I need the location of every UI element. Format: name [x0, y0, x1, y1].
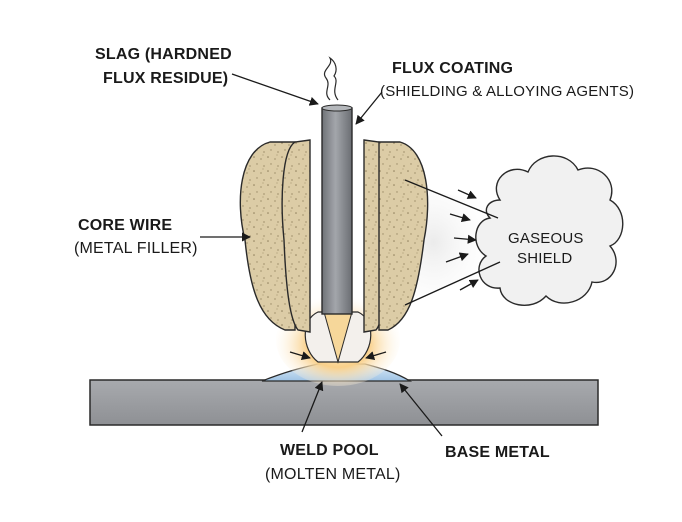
gas-arrow-4 [445, 252, 469, 263]
flux-coating-right-outer [378, 141, 429, 331]
flux-label-line2: (SHIELDING & ALLOYING AGENTS) [380, 83, 634, 100]
flux-leader-arrow [355, 91, 383, 125]
flux-coating-left-inner [281, 139, 311, 333]
gas-flow-line-bottom [404, 261, 501, 306]
gas-arrow-5 [459, 279, 479, 291]
arc-arrow-left [289, 351, 311, 361]
slag-label-line1: SLAG (HARDNED [95, 46, 232, 63]
base-metal-plate [89, 379, 599, 426]
base-leader-arrow [399, 383, 443, 437]
pool-leader-arrow [301, 381, 324, 433]
arc-arrow-right [365, 351, 387, 361]
gas-arrow-2 [449, 213, 471, 223]
gas-label-line1: GASEOUS [508, 230, 584, 247]
flux-label-line1: FLUX COATING [392, 60, 513, 77]
pool-label-line2: (MOLTEN METAL) [265, 466, 401, 483]
slag-leader-arrow [231, 73, 319, 106]
base-label: BASE METAL [445, 444, 550, 461]
gas-mist [405, 185, 500, 300]
core-wire [321, 107, 353, 315]
core-label-line2: (METAL FILLER) [74, 240, 198, 257]
gas-flow-line-top [404, 179, 499, 219]
slag-label-line2: FLUX RESIDUE) [103, 70, 228, 87]
core-label-line1: CORE WIRE [78, 217, 172, 234]
gaseous-shield-cloud [475, 155, 624, 306]
smoke-wisp [324, 56, 339, 101]
gas-arrow-1 [457, 189, 477, 199]
gas-arrow-3 [453, 234, 477, 244]
gas-label-line2: SHIELD [517, 250, 572, 267]
pool-label-line1: WELD POOL [280, 442, 379, 459]
core-wire-top [321, 104, 353, 112]
